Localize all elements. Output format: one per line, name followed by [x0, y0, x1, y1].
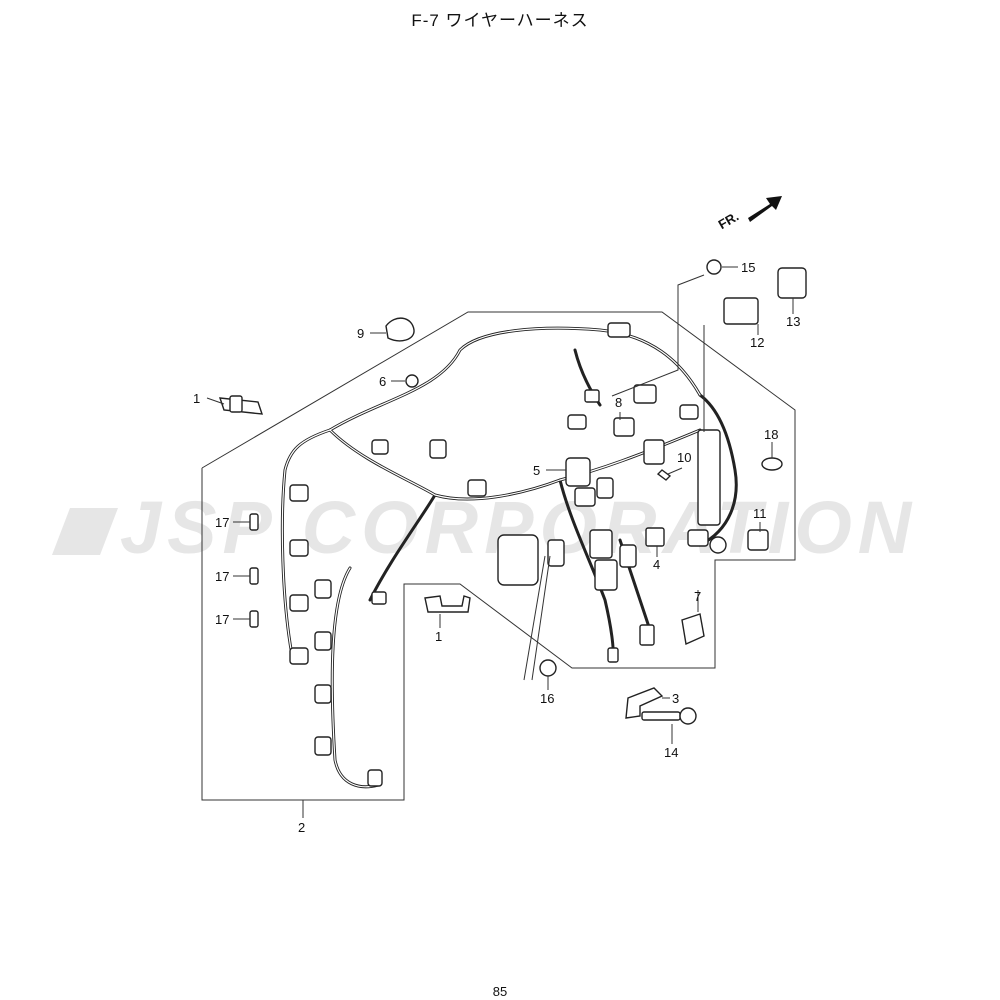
- connector-injector-2: [289, 539, 309, 557]
- callout-1-band-left: 1: [193, 391, 200, 406]
- callout-11-coupler: 11: [753, 506, 767, 521]
- watermark-logo-mark: [52, 508, 118, 555]
- part-14-bolt: [641, 711, 681, 721]
- connector-end: [367, 769, 383, 787]
- connector-round-a: [709, 536, 727, 554]
- part-18-band: [761, 457, 783, 471]
- connector-coil-2: [314, 631, 332, 651]
- connector-mid-e: [679, 404, 699, 420]
- direction-indicator: FR.: [716, 196, 782, 232]
- connector-ecu-b: [594, 559, 618, 591]
- connector-mid-d: [596, 477, 614, 499]
- connector-fusebox: [697, 429, 721, 526]
- connector-coil-4: [314, 736, 332, 756]
- part-5-coupler: [565, 457, 591, 487]
- part-17-clip-b: [249, 567, 259, 585]
- connector-stator: [497, 534, 539, 586]
- callout-16-grommet: 16: [540, 691, 554, 706]
- callout-17-clip-a: 17: [215, 515, 229, 530]
- connector-sensor-b: [633, 384, 657, 404]
- part-3-bracket: [625, 687, 664, 719]
- part-13-relay-cover: [777, 267, 807, 299]
- connector-injector-4: [289, 647, 309, 665]
- connector-ecu-a: [589, 529, 613, 559]
- connector-sensor-a: [584, 389, 600, 403]
- connector-small-c: [607, 647, 619, 663]
- connector-small-b: [639, 624, 655, 646]
- callout-9-clamp: 9: [357, 326, 364, 341]
- part-9-clamp: [385, 317, 415, 342]
- callout-17-clip-c: 17: [215, 612, 229, 627]
- callout-14-bolt: 14: [664, 745, 678, 760]
- connector-small-a: [371, 591, 387, 605]
- callout-17-clip-b: 17: [215, 569, 229, 584]
- callout-4-connector: 4: [653, 557, 660, 572]
- part-4-connector: [645, 527, 665, 547]
- callout-7-cover: 7: [694, 589, 701, 604]
- assembly-boundary: [201, 311, 796, 801]
- page-title: F-7 ワイヤーハーネス: [411, 11, 589, 30]
- connector-upper-d: [607, 322, 631, 338]
- part-17-clip-c: [249, 610, 259, 628]
- callout-12-relay: 12: [750, 335, 764, 350]
- connector-injector-1: [289, 484, 309, 502]
- connector-upper-b: [429, 439, 447, 459]
- part-14-bolt-head: [679, 707, 697, 725]
- callouts: 1 1 2 3 4 5 6 7 8 9 10 11 12 13 14 15 16…: [193, 260, 800, 835]
- part-12-relay: [723, 297, 759, 325]
- callout-18-band: 18: [764, 427, 778, 442]
- page-number: 85: [492, 984, 508, 999]
- connector-upper-c: [467, 479, 487, 497]
- part-7-cover: [681, 613, 705, 646]
- connector-stator-inner: [547, 539, 565, 567]
- callout-1-band-lower: 1: [435, 629, 442, 644]
- part-16-grommet: [539, 659, 557, 677]
- part-15-screw-head: [706, 259, 722, 275]
- connector-upper-a: [371, 439, 389, 455]
- parts: [218, 259, 807, 725]
- part-8-coupler: [613, 417, 635, 437]
- callout-8-coupler: 8: [615, 395, 622, 410]
- part-1-band-lower: [424, 595, 471, 613]
- connector-mid-c: [574, 487, 596, 507]
- connector-clip-a: [687, 529, 709, 547]
- callout-6-clamp: 6: [379, 374, 386, 389]
- callout-5-coupler: 5: [533, 463, 540, 478]
- part-1-band-left-clip: [229, 395, 243, 413]
- callout-10-screw: 10: [677, 450, 691, 465]
- harness-connectors: [289, 322, 727, 787]
- connector-injector-3: [289, 594, 309, 612]
- main-harness-inner: [281, 327, 701, 788]
- connector-coil-3: [314, 684, 332, 704]
- fr-label: FR.: [716, 209, 742, 232]
- part-17-clip-a: [249, 513, 259, 531]
- part-10-screw: [656, 469, 672, 481]
- callout-15-screw: 15: [741, 260, 755, 275]
- callout-2-harness: 2: [298, 820, 305, 835]
- fr-arrow-icon: [748, 196, 782, 222]
- part-6-clamp: [405, 374, 419, 388]
- callout-13-relay-cover: 13: [786, 314, 800, 329]
- callout-3-bracket: 3: [672, 691, 679, 706]
- connector-ecu-c: [619, 544, 637, 568]
- connector-mid-b: [643, 439, 665, 465]
- connector-coil-1: [314, 579, 332, 599]
- part-11-coupler: [747, 529, 769, 551]
- connector-mid-a: [567, 414, 587, 430]
- leader-lines: [206, 266, 794, 818]
